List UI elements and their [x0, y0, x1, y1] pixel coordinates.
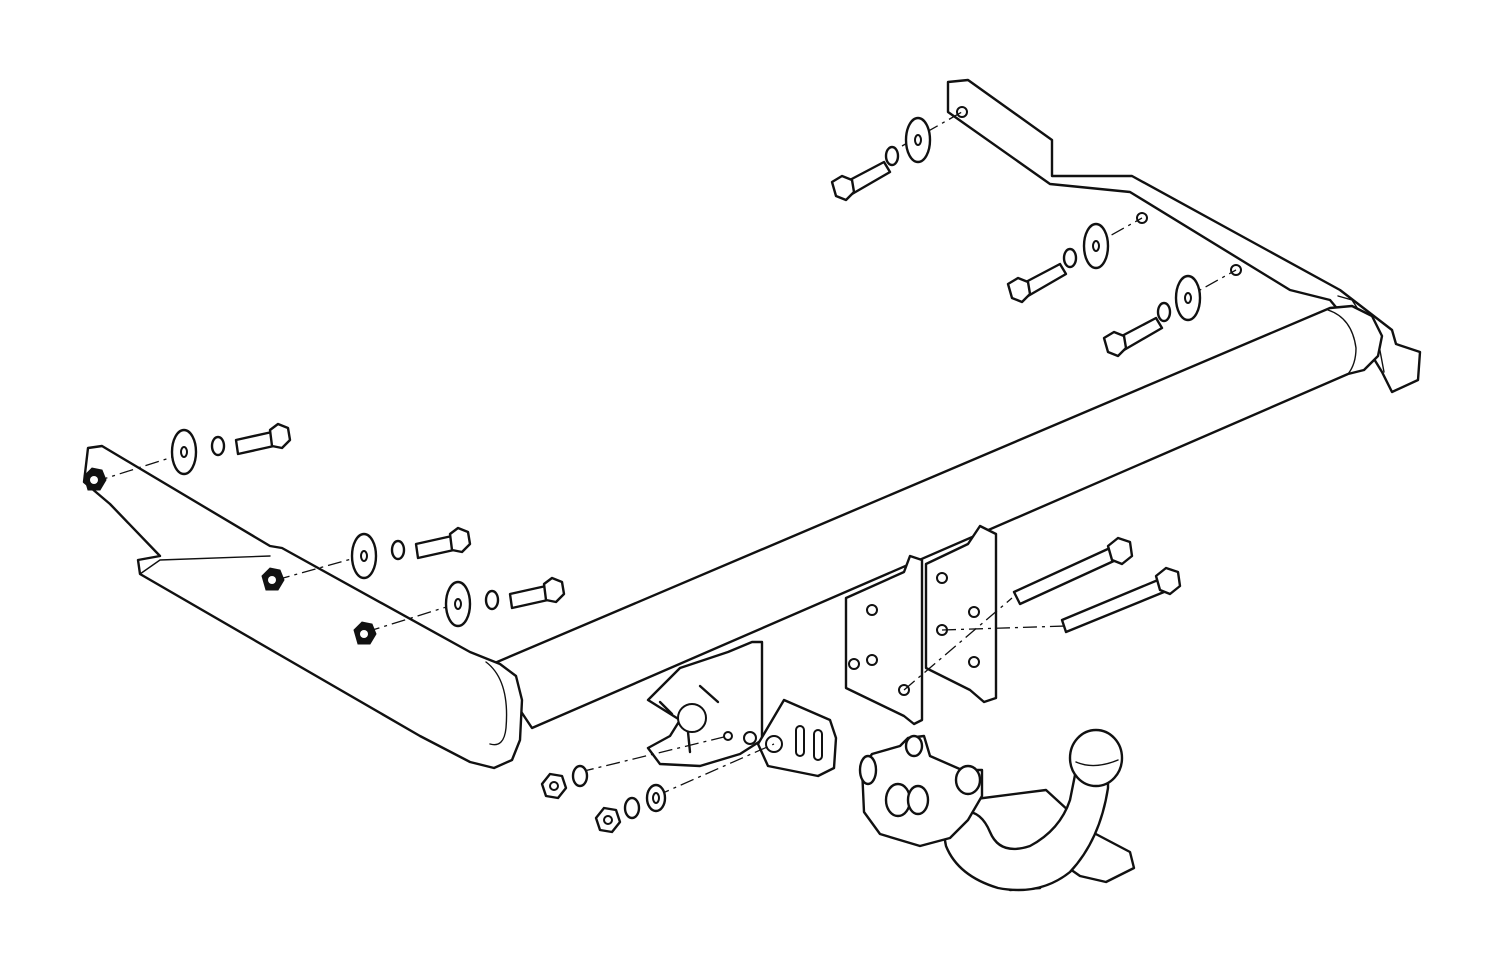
- washer: [350, 532, 378, 580]
- washer: [1082, 222, 1110, 270]
- bolt: [830, 160, 892, 202]
- washer: [904, 116, 932, 164]
- bolt: [414, 526, 472, 560]
- spring-washer: [623, 796, 641, 820]
- bolt: [508, 576, 566, 610]
- nut: [261, 567, 285, 591]
- nut: [540, 772, 568, 800]
- bolt: [1012, 536, 1134, 606]
- spring-washer: [884, 145, 900, 167]
- spring-washer: [390, 539, 406, 561]
- spring-washer: [1156, 301, 1172, 323]
- spring-washer: [484, 589, 500, 611]
- spring-washer: [1062, 247, 1078, 269]
- spring-washer: [571, 764, 589, 788]
- bolt: [1006, 262, 1068, 304]
- nut: [353, 621, 377, 645]
- tow-ball-neck: [858, 728, 1136, 892]
- nut: [83, 467, 107, 491]
- crossbar: [488, 304, 1384, 730]
- socket-plate: [646, 640, 764, 768]
- left-side-bracket: [82, 444, 524, 770]
- center-mount-plate: [844, 554, 924, 726]
- spring-washer: [210, 435, 226, 457]
- washer: [1174, 274, 1202, 322]
- washer: [170, 428, 198, 476]
- bolt: [234, 422, 292, 456]
- washer: [444, 580, 472, 628]
- washer: [645, 783, 667, 813]
- bolt: [1060, 566, 1182, 634]
- alignment-lines: [93, 111, 1237, 797]
- bolt: [1102, 316, 1164, 358]
- bracket-hole: [956, 106, 968, 118]
- nut: [594, 806, 622, 834]
